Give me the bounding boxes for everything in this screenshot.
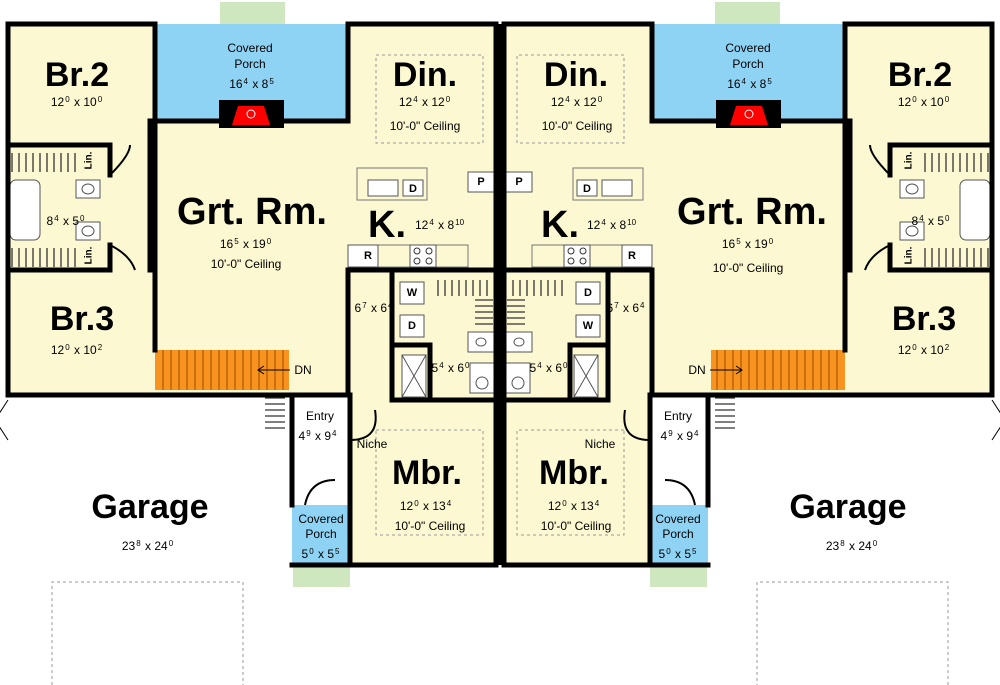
landscape-pad [220,2,285,24]
left-unit-drawing [0,2,499,685]
linen-closet-label: Lin. [83,246,95,265]
front-porch-floor [292,505,350,565]
refrigerator-label: R [628,250,636,262]
niche-label: Niche [356,437,388,451]
dishwasher-label: D [409,183,417,195]
linen-closet-label: Lin. [903,246,915,265]
dryer-label: D [408,320,416,332]
stair-down-label: DN [294,363,312,377]
garage-floor [8,395,292,685]
landscape-pad [293,565,350,587]
dishwasher-label: D [583,183,591,195]
bath-dimensions: 84 x 50 [911,214,950,228]
laundry-dimensions: 67 x 64 [606,301,645,315]
washer-label: W [406,287,418,299]
bath-dimensions: 84 x 50 [46,214,85,228]
niche-label: Niche [584,437,616,451]
linen-closet-label: Lin. [903,151,915,170]
washer-label: W [582,320,594,332]
pantry-label: P [515,176,523,188]
master-bath-dimensions: 54 x 60 [431,361,470,375]
linen-closet-label: Lin. [83,151,95,170]
laundry-dimensions: 67 x 64 [354,301,393,315]
dryer-label: D [584,287,592,299]
master-bath-dimensions: 54 x 60 [529,361,568,375]
stair-down-label: DN [688,363,706,377]
refrigerator-label: R [364,250,372,262]
pantry-label: P [477,176,485,188]
